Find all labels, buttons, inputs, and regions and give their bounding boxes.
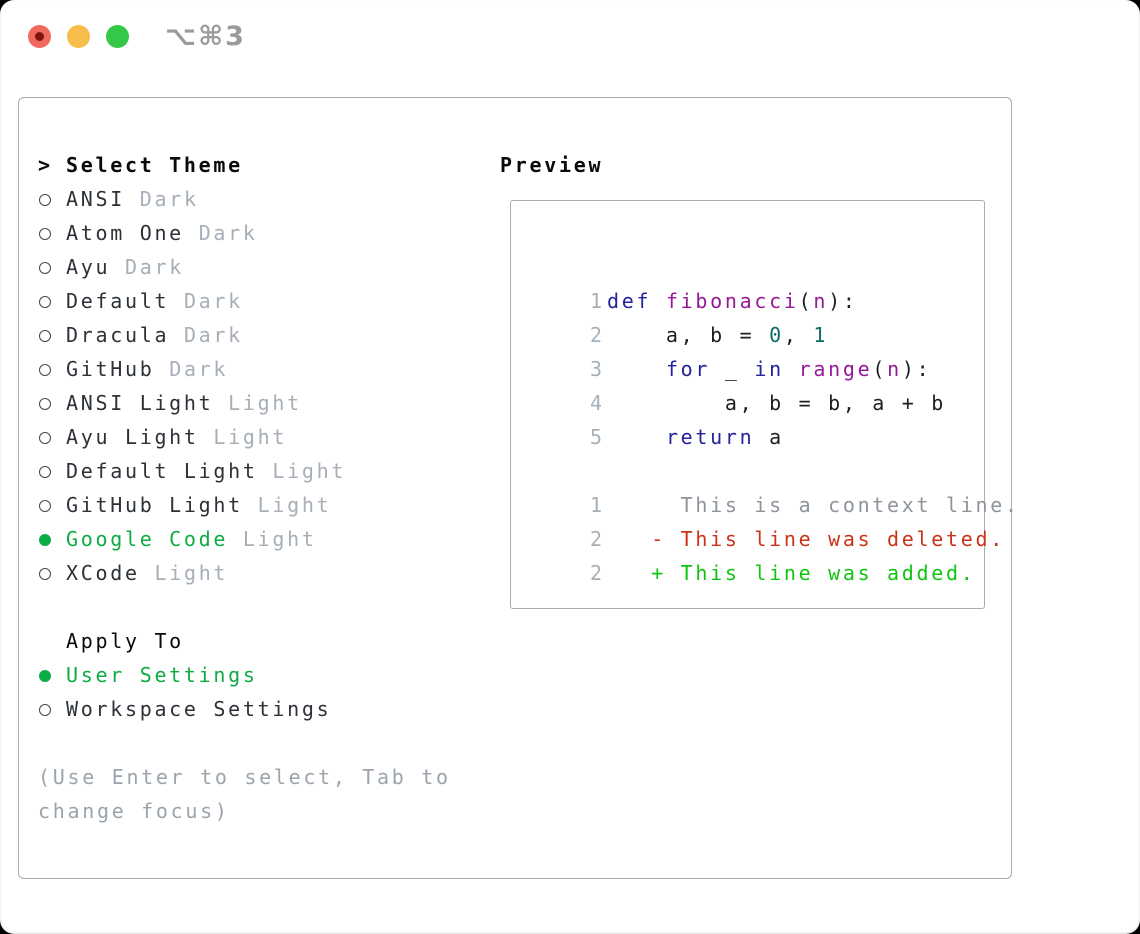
- prompt-icon: >: [38, 153, 53, 177]
- radio-icon: [39, 568, 51, 580]
- radio-selected-icon: [39, 534, 51, 546]
- theme-option-default-light[interactable]: Default Light Light: [38, 454, 346, 488]
- theme-option-ansi-dark[interactable]: ANSI Dark: [38, 182, 199, 216]
- diff-deleted-line: 2 - This line was deleted.: [531, 488, 1005, 551]
- line-number: 1: [589, 289, 605, 313]
- line-number: 2: [589, 323, 605, 347]
- close-button[interactable]: [28, 25, 51, 48]
- theme-option-default-dark[interactable]: Default Dark: [38, 284, 243, 318]
- radio-icon: [39, 432, 51, 444]
- radio-icon: [39, 194, 51, 206]
- line-number: 5: [589, 425, 605, 449]
- apply-to-header: Apply To: [66, 629, 184, 653]
- help-text-line1: (Use Enter to select, Tab to: [38, 765, 451, 789]
- radio-icon: [39, 364, 51, 376]
- theme-option-github-light[interactable]: GitHub Light Light: [38, 488, 331, 522]
- line-number: 2: [589, 561, 605, 585]
- diff-context-line: 1 This is a context line.: [531, 454, 1020, 517]
- help-text-line2: change focus): [38, 799, 230, 823]
- theme-option-xcode-light[interactable]: XCode Light: [38, 556, 228, 590]
- code-line: 5 return a: [531, 386, 784, 449]
- preview-pane: [510, 200, 985, 609]
- code-line: 3 for _ in range(n):: [531, 318, 931, 381]
- code-line: 2 a, b = 0, 1: [531, 284, 828, 347]
- code-line: 4 a, b = b, a + b: [531, 352, 946, 415]
- apply-to-user-settings[interactable]: User Settings: [38, 658, 258, 692]
- line-number: 4: [589, 391, 605, 415]
- line-number: 1: [589, 493, 605, 517]
- apply-to-workspace-settings[interactable]: Workspace Settings: [38, 692, 331, 726]
- diff-added-line: 2 + This line was added.: [531, 522, 976, 585]
- radio-selected-icon: [39, 670, 51, 682]
- theme-option-ayu-dark[interactable]: Ayu Dark: [38, 250, 184, 284]
- theme-list-header: >Select Theme: [38, 148, 243, 182]
- theme-option-ayu-light[interactable]: Ayu Light Light: [38, 420, 287, 454]
- theme-option-google-code-light[interactable]: Google Code Light: [38, 522, 317, 556]
- window-shortcut-label: ⌥⌘3: [165, 21, 246, 52]
- theme-option-ansi-light[interactable]: ANSI Light Light: [38, 386, 302, 420]
- radio-icon: [39, 466, 51, 478]
- theme-option-atom-one-dark[interactable]: Atom One Dark: [38, 216, 258, 250]
- radio-icon: [39, 704, 51, 716]
- theme-option-github-dark[interactable]: GitHub Dark: [38, 352, 228, 386]
- radio-icon: [39, 330, 51, 342]
- theme-option-dracula-dark[interactable]: Dracula Dark: [38, 318, 243, 352]
- line-number: 3: [589, 357, 605, 381]
- radio-icon: [39, 228, 51, 240]
- zoom-button[interactable]: [106, 25, 129, 48]
- minimize-button[interactable]: [67, 25, 90, 48]
- preview-header: Preview: [500, 153, 604, 177]
- radio-icon: [39, 398, 51, 410]
- line-number: 2: [589, 527, 605, 551]
- radio-icon: [39, 500, 51, 512]
- radio-icon: [39, 296, 51, 308]
- radio-icon: [39, 262, 51, 274]
